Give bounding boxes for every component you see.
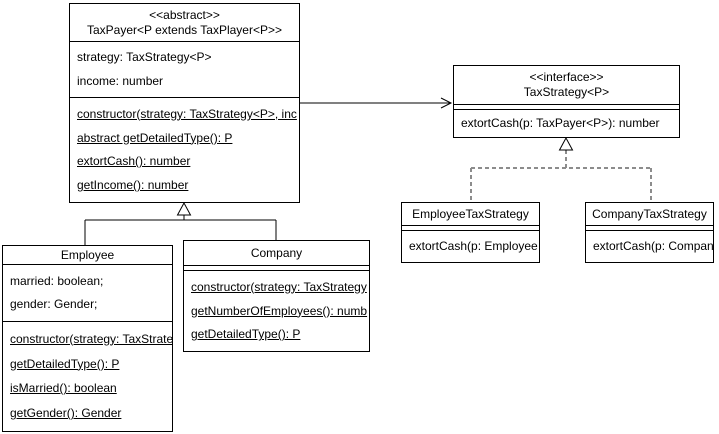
realization-to-taxstrategy[interactable] xyxy=(470,136,652,202)
method: getIncome(): number xyxy=(77,178,189,193)
class-name: CompanyTaxStrategy xyxy=(592,206,707,221)
method: getDetailedType(): P xyxy=(10,356,120,371)
class-name: Employee xyxy=(60,247,115,262)
class-company-tax-strategy[interactable]: CompanyTaxStrategy extortCash(p: Company xyxy=(585,202,714,263)
class-stereotype: <<interface>> xyxy=(529,70,604,84)
method: constructor(strategy: TaxStrate xyxy=(10,331,172,346)
class-taxstrategy[interactable]: <<interface>> TaxStrategy<P> extortCash(… xyxy=(453,65,680,138)
method: getDetailedType(): P xyxy=(191,327,301,342)
class-title: CompanyTaxStrategy xyxy=(586,203,713,226)
methods-compartment: constructor(strategy: TaxStrate getDetai… xyxy=(3,322,172,431)
class-title: EmployeeTaxStrategy xyxy=(402,203,539,226)
methods-compartment: constructor(strategy: TaxStrategy<P>, in… xyxy=(70,98,299,202)
method: extortCash(p: TaxPayer<P>): number xyxy=(461,116,660,130)
class-name: TaxPayer<P extends TaxPlayer<P>> xyxy=(86,22,282,37)
generalization-to-taxpayer[interactable] xyxy=(84,201,277,245)
attributes-compartment: strategy: TaxStrategy<P> income: number xyxy=(70,42,299,98)
attributes-compartment-empty xyxy=(454,105,679,110)
class-name: Company xyxy=(250,245,303,260)
method: extortCash(): number xyxy=(77,154,191,169)
class-taxpayer[interactable]: <<abstract>> TaxPayer<P extends TaxPlaye… xyxy=(69,3,300,203)
class-name: EmployeeTaxStrategy xyxy=(412,206,529,221)
class-title: Employee xyxy=(3,246,172,265)
class-name: TaxStrategy<P> xyxy=(523,85,610,99)
attributes-compartment: married: boolean; gender: Gender; xyxy=(3,265,172,322)
method: constructor(strategy: TaxStrategy xyxy=(191,279,367,294)
attribute: married: boolean; xyxy=(10,273,104,288)
method: isMarried(): boolean xyxy=(10,381,117,396)
method: extortCash(p: Employee xyxy=(409,239,538,253)
methods-compartment: constructor(strategy: TaxStrategy getNum… xyxy=(184,271,369,351)
class-title: <<interface>> TaxStrategy<P> xyxy=(454,66,679,105)
methods-compartment: extortCash(p: TaxPayer<P>): number xyxy=(454,110,679,137)
methods-compartment: extortCash(p: Employee xyxy=(402,231,539,262)
method: getGender(): Gender xyxy=(10,406,122,421)
methods-compartment: extortCash(p: Company xyxy=(586,231,713,262)
attributes-compartment-empty xyxy=(402,226,539,231)
method: extortCash(p: Company xyxy=(593,239,713,253)
attribute: income: number xyxy=(77,73,164,88)
class-title: Company xyxy=(184,241,369,266)
attribute: strategy: TaxStrategy<P> xyxy=(77,50,212,65)
class-employee[interactable]: Employee married: boolean; gender: Gende… xyxy=(2,245,173,432)
hollow-triangle-arrowhead-icon xyxy=(176,201,192,216)
class-title: <<abstract>> TaxPayer<P extends TaxPlaye… xyxy=(70,4,299,42)
class-stereotype: <<abstract>> xyxy=(149,7,220,22)
method: constructor(strategy: TaxStrategy<P>, in… xyxy=(77,106,297,121)
method: abstract getDetailedType(): P xyxy=(77,130,233,145)
method: getNumberOfEmployees(): numb xyxy=(191,303,368,318)
class-employee-tax-strategy[interactable]: EmployeeTaxStrategy extortCash(p: Employ… xyxy=(401,202,540,263)
association-taxpayer-to-taxstrategy[interactable] xyxy=(300,97,453,109)
attributes-compartment-empty xyxy=(586,226,713,231)
open-arrowhead-icon xyxy=(440,97,453,109)
attributes-compartment-empty xyxy=(184,266,369,271)
hollow-triangle-arrowhead-icon xyxy=(558,136,574,151)
class-company[interactable]: Company constructor(strategy: TaxStrateg… xyxy=(183,240,370,352)
attribute: gender: Gender; xyxy=(10,297,98,312)
